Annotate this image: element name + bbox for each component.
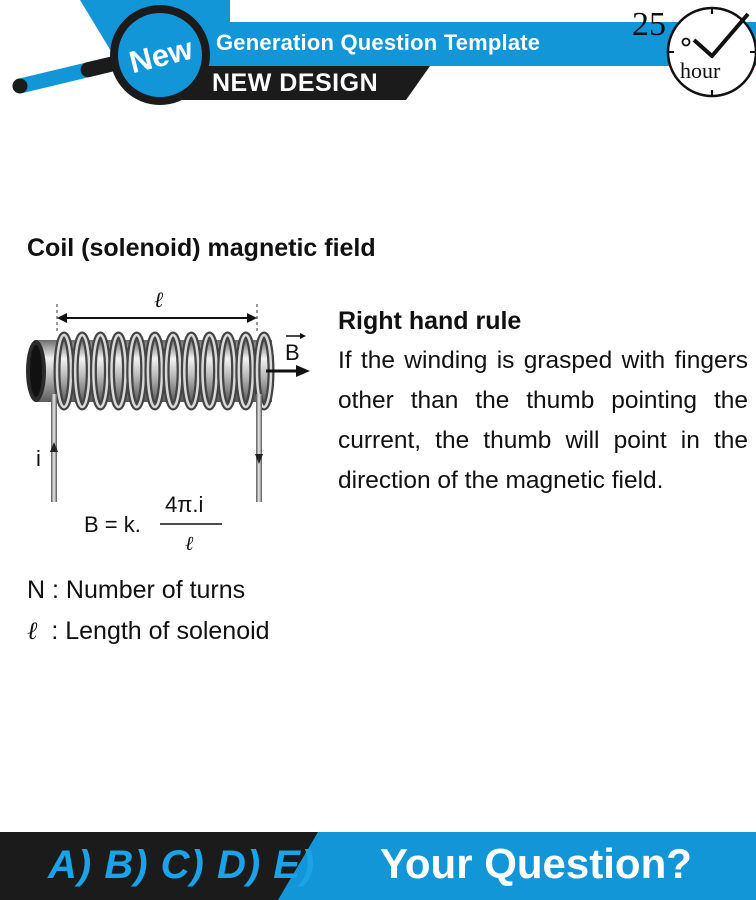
definition-separator: : xyxy=(51,617,59,645)
clock-icon xyxy=(666,6,756,98)
section-title: Coil (solenoid) magnetic field xyxy=(27,234,376,262)
current-label: i xyxy=(36,446,41,471)
formula-denominator: ℓ xyxy=(185,531,194,555)
header-band xyxy=(190,22,756,66)
magnifier-icon xyxy=(12,5,210,105)
coil-turn-highlight xyxy=(92,333,109,409)
formula-lhs: B = k. xyxy=(84,512,141,537)
coil-turn-highlight xyxy=(237,333,255,409)
definition-length: ℓ : Length of solenoid xyxy=(27,616,270,646)
footer-question: Your Question? xyxy=(380,840,692,887)
clock-label: hour xyxy=(680,58,721,83)
coil-turn-highlight xyxy=(219,333,236,409)
field-label: B xyxy=(285,340,300,365)
definition-text: Length of solenoid xyxy=(65,617,270,645)
coil-turn-highlight xyxy=(55,333,73,409)
definition-text: Number of turns xyxy=(65,576,246,604)
coil-turn-highlight xyxy=(73,333,91,409)
coil-turn-highlight xyxy=(183,333,200,409)
coil-turn-highlight xyxy=(164,333,182,409)
coil-turn-highlight xyxy=(146,333,164,409)
length-dimension xyxy=(56,304,258,334)
definition-symbol: N xyxy=(27,576,46,604)
current-arrow-down xyxy=(255,454,263,464)
rule-description: If the winding is grasped with fingers o… xyxy=(338,347,748,494)
definition-separator: : xyxy=(52,576,59,604)
subtitle-text: NEW DESIGN xyxy=(212,69,379,97)
header-title: Generation Question Template xyxy=(216,30,541,55)
solenoid-diagram: ℓ i B B = k. 4π.i ℓ xyxy=(26,288,310,555)
lead-wire-right xyxy=(256,394,262,502)
clock-number: 25 xyxy=(632,6,666,43)
footer-band xyxy=(0,832,756,900)
coil-turn-highlight xyxy=(128,333,145,409)
coil-turn-highlight xyxy=(201,333,218,409)
definition-turns: N : Number of turns xyxy=(27,576,245,605)
definition-symbol: ℓ xyxy=(27,616,38,645)
length-symbol: ℓ xyxy=(154,288,164,313)
current-arrow-up xyxy=(50,442,58,452)
rule-title: Right hand rule xyxy=(338,307,522,335)
coil-turn-highlight xyxy=(110,333,127,409)
formula-numerator: 4π.i xyxy=(165,492,203,517)
subtitle-tab xyxy=(180,66,430,100)
answer-options: A) B) C) D) E) xyxy=(48,843,316,887)
